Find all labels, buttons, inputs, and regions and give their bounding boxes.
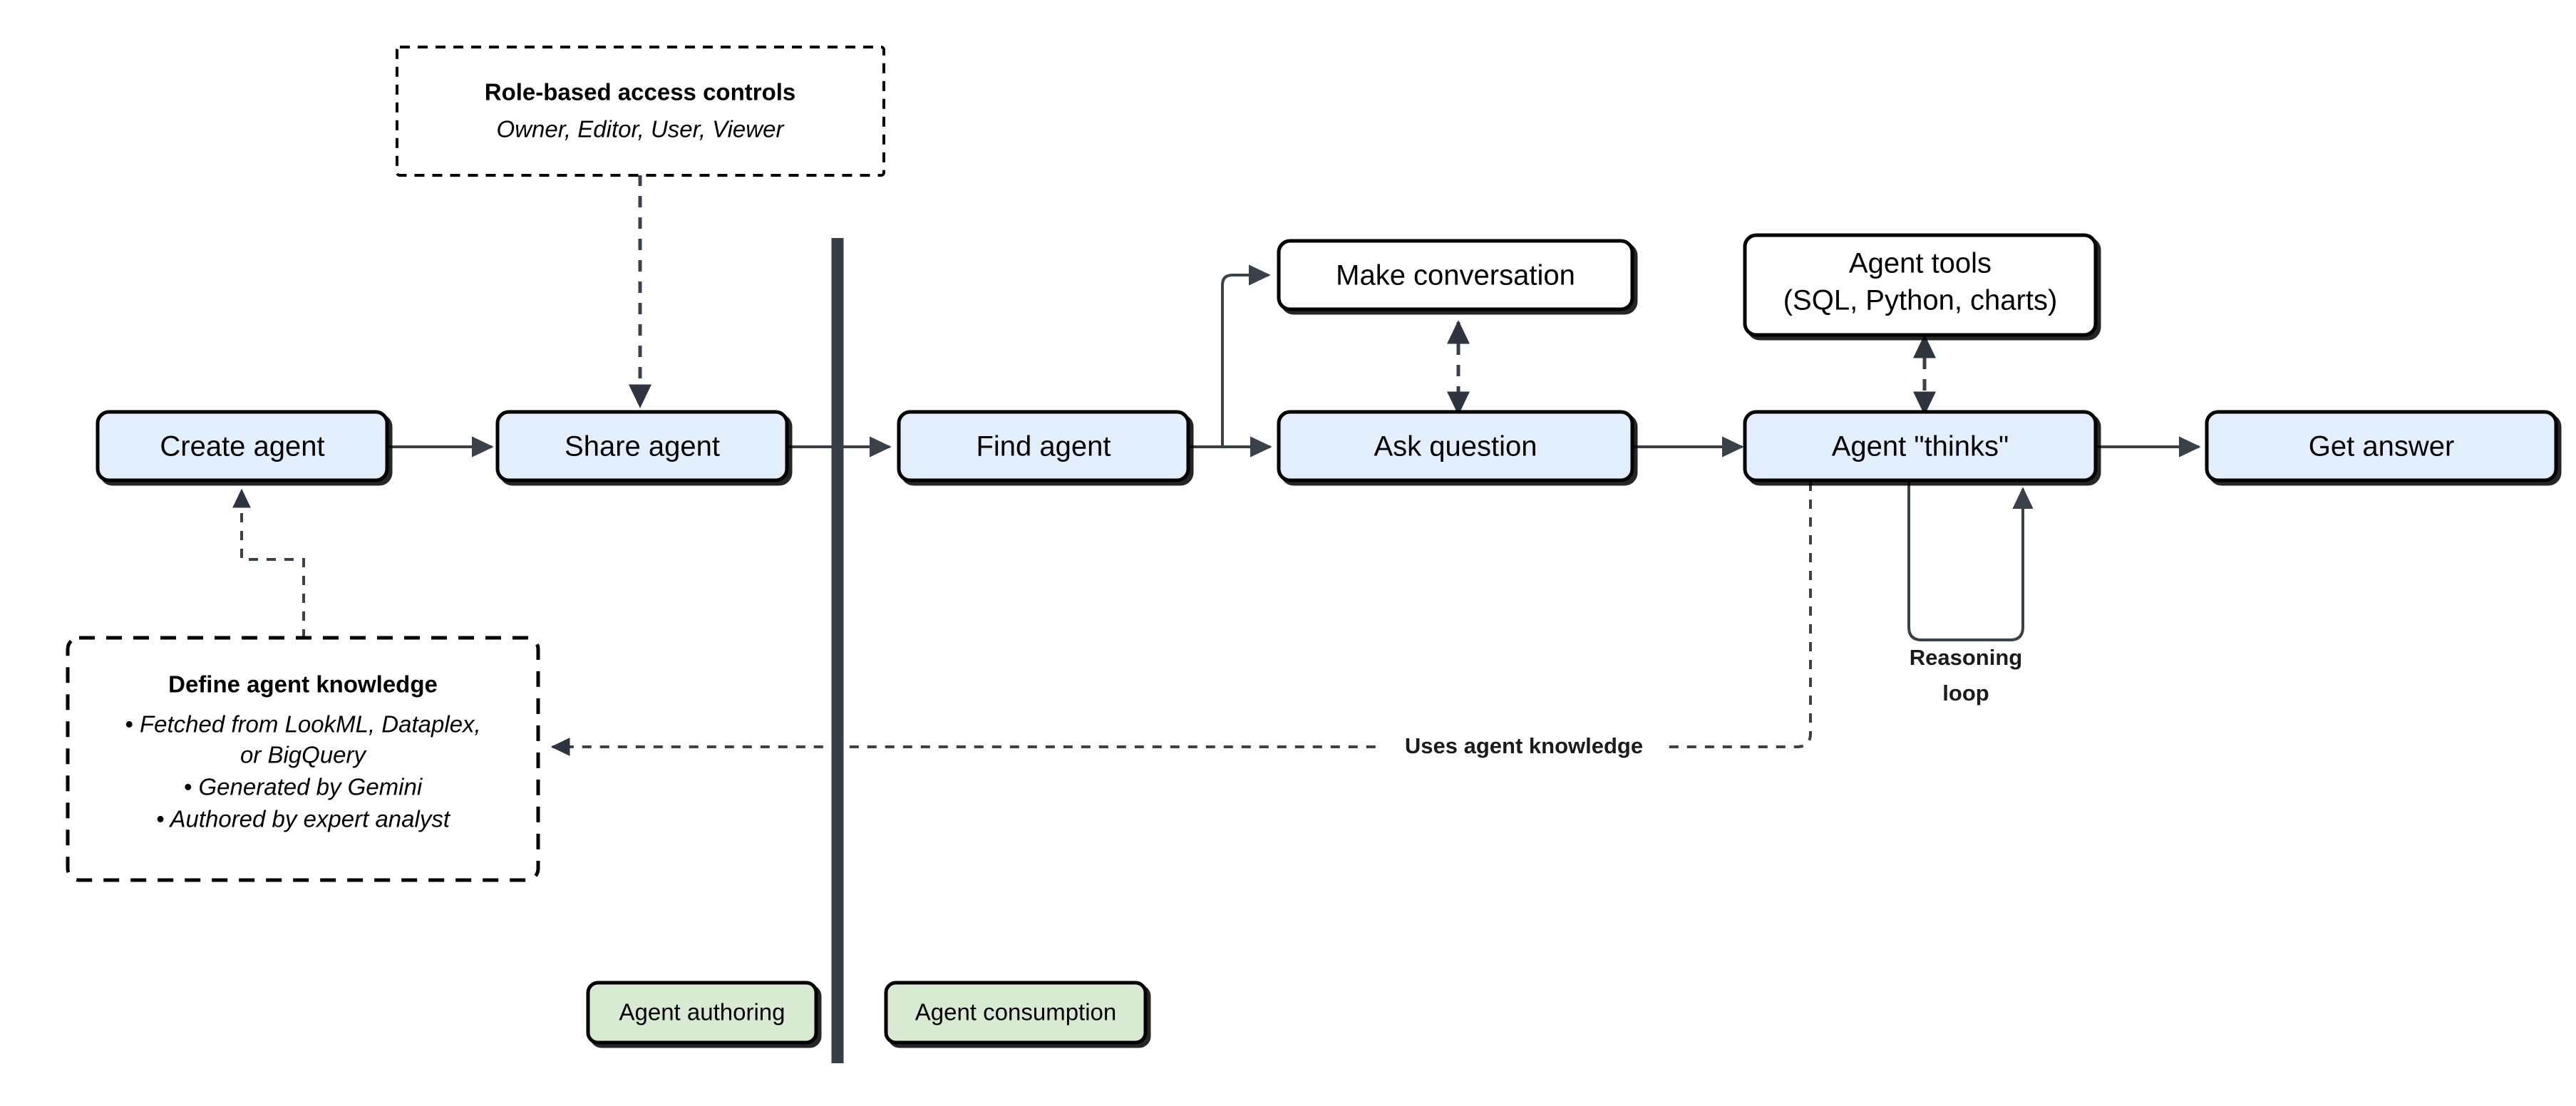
edge-uses-agent-knowledge (550, 482, 1812, 756)
edge-branch-to-make-conversation (1221, 264, 1271, 447)
connector-layer (232, 175, 2201, 1063)
knowledge-bullet-2: • Generated by Gemini (184, 774, 423, 800)
uses-agent-knowledge-label-bg (1381, 733, 1666, 762)
legend-layer: Agent authoring Agent consumption (586, 981, 1148, 1045)
find-agent-label: Find agent (976, 431, 1111, 462)
agent-thinks-label: Agent "thinks" (1832, 431, 2009, 462)
legend-agent-authoring[interactable]: Agent authoring (586, 981, 818, 1045)
node-layer: Create agent Share agent Find agent Make… (96, 233, 2558, 482)
rbac-note-title: Role-based access controls (485, 79, 796, 105)
knowledge-bullet-1-cont: or BigQuery (240, 742, 368, 768)
note-layer: Role-based access controls Owner, Editor… (66, 46, 885, 882)
node-agent-tools[interactable]: Agent tools (SQL, Python, charts) (1743, 233, 2098, 337)
node-create-agent[interactable]: Create agent (96, 410, 389, 482)
knowledge-note-box (66, 636, 540, 882)
node-share-agent[interactable]: Share agent (495, 410, 789, 482)
get-answer-label: Get answer (2309, 431, 2455, 462)
share-agent-box[interactable] (495, 410, 789, 482)
node-get-answer[interactable]: Get answer (2205, 410, 2558, 482)
get-answer-box[interactable] (2205, 410, 2558, 482)
ask-question-label: Ask question (1374, 431, 1537, 462)
rbac-note-box (396, 46, 885, 177)
agent-tools-label-line2: (SQL, Python, charts) (1783, 285, 2058, 316)
find-agent-box[interactable] (897, 410, 1190, 482)
reasoning-loop-label-line2: loop (1942, 681, 1989, 706)
knowledge-note-title: Define agent knowledge (168, 671, 438, 698)
uses-agent-knowledge-label: Uses agent knowledge (1405, 733, 1643, 758)
edge-label-layer: Reasoning loop Uses agent knowledge (1381, 645, 2022, 762)
create-agent-box[interactable] (96, 410, 389, 482)
create-agent-label: Create agent (160, 431, 324, 462)
reasoning-loop-label-line1: Reasoning (1910, 645, 2022, 670)
make-conversation-label: Make conversation (1336, 260, 1575, 291)
knowledge-bullet-1: • Fetched from LookML, Dataplex, (125, 711, 480, 738)
legend-agent-consumption[interactable]: Agent consumption (884, 981, 1148, 1045)
ask-question-box[interactable] (1277, 410, 1634, 482)
edge-knowledge-to-create (232, 488, 305, 639)
make-conversation-box[interactable] (1277, 239, 1634, 311)
agent-tools-label-line1: Agent tools (1849, 248, 1992, 279)
rbac-note-detail: Owner, Editor, User, Viewer (497, 116, 785, 143)
legend-authoring-box[interactable] (586, 981, 818, 1045)
node-find-agent[interactable]: Find agent (897, 410, 1190, 482)
knowledge-bullet-3: • Authored by expert analyst (156, 806, 451, 832)
node-agent-thinks[interactable]: Agent "thinks" (1743, 410, 2098, 482)
node-ask-question[interactable]: Ask question (1277, 410, 1634, 482)
edge-reasoning-loop (1907, 482, 2034, 641)
legend-authoring-label: Agent authoring (619, 999, 785, 1025)
node-make-conversation[interactable]: Make conversation (1277, 239, 1634, 311)
share-agent-label: Share agent (565, 431, 720, 462)
agent-thinks-box[interactable] (1743, 410, 2098, 482)
legend-consumption-label: Agent consumption (915, 999, 1117, 1025)
legend-consumption-box[interactable] (884, 981, 1148, 1045)
agent-tools-box[interactable] (1743, 233, 2098, 337)
